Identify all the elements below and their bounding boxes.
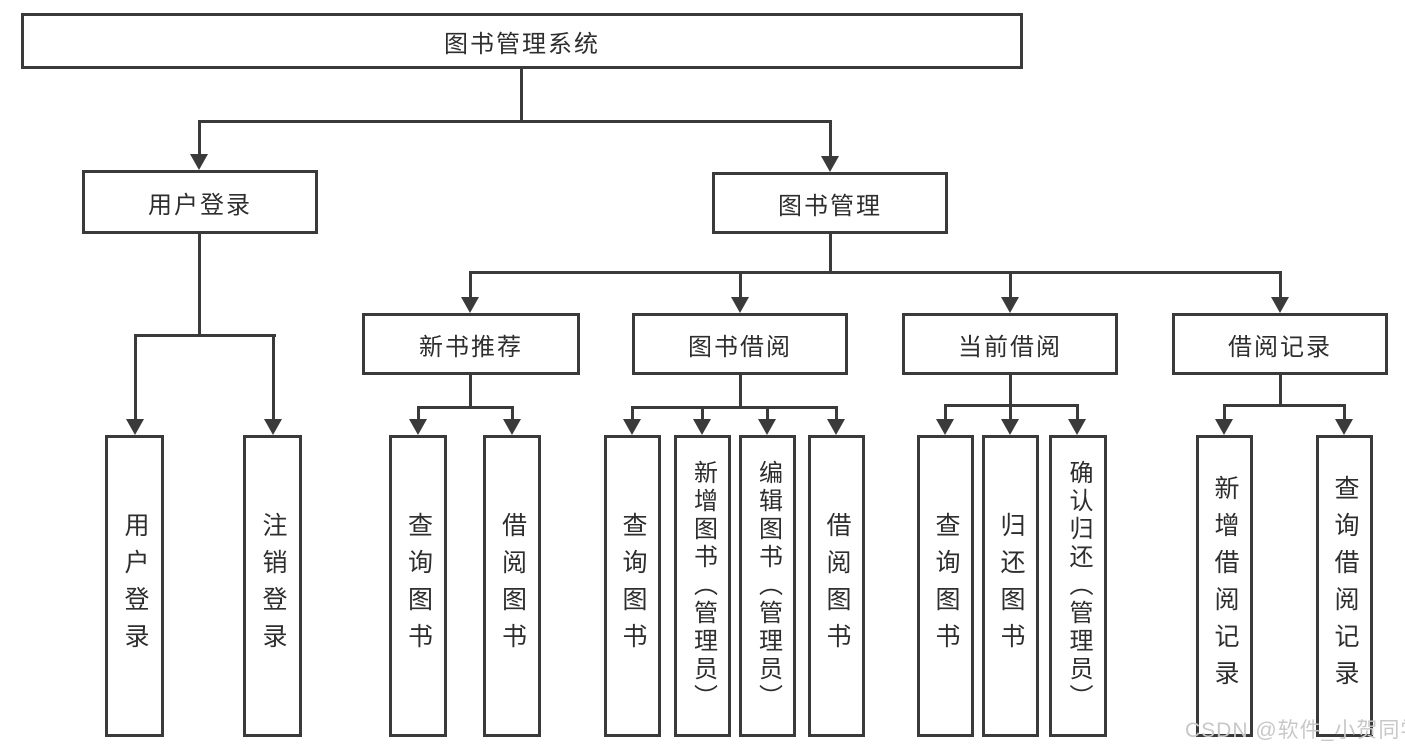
leaf-borrow-books-recommend: 借阅图书: [483, 435, 541, 737]
connector-line: [1076, 404, 1079, 421]
arrow-down-icon: [758, 419, 776, 435]
arrow-down-icon: [936, 419, 954, 435]
node-user-login: 用户登录: [82, 170, 318, 234]
leaf-label: 查询图书: [619, 512, 647, 660]
connector-line: [1009, 375, 1012, 407]
connector-line: [520, 69, 523, 123]
node-label: 图书借阅: [688, 333, 792, 361]
arrow-down-icon: [461, 297, 479, 313]
arrow-down-icon: [409, 419, 427, 435]
leaf-label: 注销登录: [259, 512, 287, 660]
connector-line: [739, 375, 742, 409]
node-label: 用户登录: [148, 191, 252, 219]
connector-line: [469, 271, 1281, 274]
node-label: 借阅记录: [1228, 333, 1332, 361]
connector-line: [1343, 404, 1346, 421]
node-label: 新书推荐: [419, 333, 523, 361]
connector-line: [1223, 404, 1345, 407]
connector-line: [829, 120, 832, 158]
connector-line: [134, 334, 137, 421]
leaf-query-books-recommend: 查询图书: [389, 435, 447, 737]
arrow-down-icon: [126, 419, 144, 435]
leaf-return-books: 归还图书: [982, 435, 1039, 737]
leaf-label: 确认归还（管理员）: [1065, 460, 1092, 712]
arrow-down-icon: [827, 419, 845, 435]
leaf-label: 归还图书: [997, 512, 1025, 660]
leaf-label: 编辑图书（管理员）: [754, 460, 782, 712]
node-new-book-recommend: 新书推荐: [362, 313, 580, 375]
connector-line: [511, 406, 514, 421]
connector-line: [469, 271, 472, 299]
arrow-down-icon: [1335, 419, 1353, 435]
arrow-down-icon: [1001, 297, 1019, 313]
connector-line: [829, 234, 832, 274]
node-book-borrowing: 图书借阅: [632, 313, 848, 375]
connector-line: [631, 406, 634, 421]
connector-line: [1009, 404, 1012, 421]
arrow-down-icon: [264, 419, 282, 435]
leaf-label: 新增图书（管理员）: [689, 460, 717, 712]
connector-line: [631, 406, 838, 409]
leaf-user-login: 用户登录: [105, 435, 164, 737]
leaf-edit-books-admin: 编辑图书（管理员）: [739, 435, 796, 737]
node-borrow-records: 借阅记录: [1172, 313, 1388, 375]
connector-line: [1223, 404, 1226, 421]
connector-line: [944, 404, 947, 421]
connector-line: [1279, 271, 1282, 299]
connector-line: [134, 334, 276, 337]
connector-line: [417, 406, 514, 409]
leaf-logout-login: 注销登录: [243, 435, 302, 737]
leaf-label: 借阅图书: [823, 512, 851, 660]
node-label: 图书管理: [778, 192, 882, 220]
arrow-down-icon: [1215, 419, 1233, 435]
connector-line: [701, 406, 704, 421]
arrow-down-icon: [623, 419, 641, 435]
connector-line: [739, 271, 742, 299]
leaf-add-books-admin: 新增图书（管理员）: [674, 435, 731, 737]
arrow-down-icon: [190, 154, 208, 170]
connector-line: [766, 406, 769, 421]
arrow-down-icon: [821, 156, 839, 172]
connector-line: [272, 334, 275, 421]
connector-line: [417, 406, 420, 421]
leaf-confirm-return-admin: 确认归还（管理员）: [1049, 435, 1107, 737]
connector-line: [469, 375, 472, 409]
node-label: 图书管理系统: [444, 30, 600, 58]
arrow-down-icon: [1068, 419, 1086, 435]
leaf-label: 新增借阅记录: [1211, 475, 1239, 697]
leaf-query-books-current: 查询图书: [917, 435, 974, 737]
connector-line: [198, 120, 832, 123]
leaf-label: 查询借阅记录: [1331, 475, 1359, 697]
arrow-down-icon: [503, 419, 521, 435]
leaf-label: 用户登录: [121, 512, 149, 660]
node-current-borrowing: 当前借阅: [902, 313, 1118, 375]
connector-line: [835, 406, 838, 421]
arrow-down-icon: [693, 419, 711, 435]
node-book-management: 图书管理: [712, 172, 948, 234]
leaf-label: 查询图书: [404, 512, 433, 660]
csdn-watermark: CSDN @软件_小贺同学: [1185, 719, 1405, 742]
node-library-management-system: 图书管理系统: [21, 13, 1023, 69]
leaf-query-books-borrowing: 查询图书: [604, 435, 661, 737]
arrow-down-icon: [731, 297, 749, 313]
connector-line: [1009, 271, 1012, 299]
node-label: 当前借阅: [958, 333, 1062, 361]
connector-line: [198, 120, 201, 156]
leaf-label: 借阅图书: [498, 512, 527, 660]
leaf-query-borrow-record: 查询借阅记录: [1316, 435, 1373, 737]
connector-line: [1279, 375, 1282, 407]
connector-line: [198, 234, 201, 337]
leaf-add-borrow-record: 新增借阅记录: [1196, 435, 1253, 737]
leaf-borrow-books-borrowing: 借阅图书: [808, 435, 865, 737]
arrow-down-icon: [1001, 419, 1019, 435]
arrow-down-icon: [1271, 297, 1289, 313]
leaf-label: 查询图书: [932, 512, 960, 660]
